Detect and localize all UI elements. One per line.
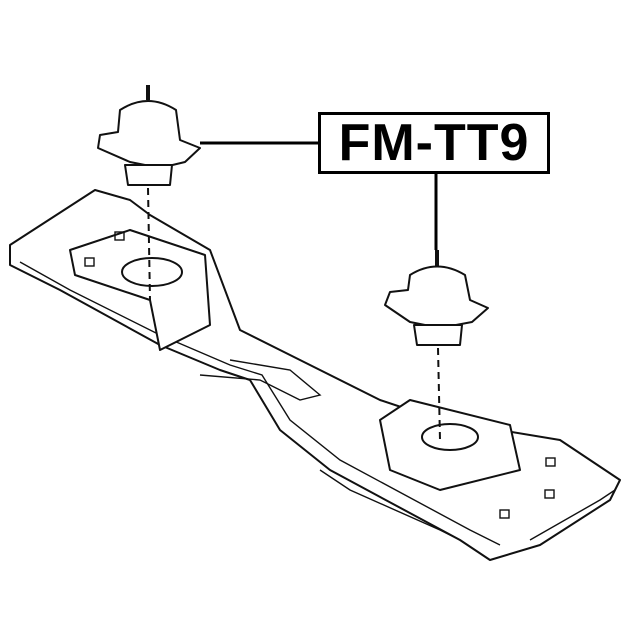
part-number-label-box: FM-TT9 (318, 112, 550, 174)
part-number-label: FM-TT9 (338, 114, 530, 172)
engine-mount-left (97, 85, 201, 301)
subframe (9, 189, 621, 561)
engine-mount-right (384, 250, 489, 441)
